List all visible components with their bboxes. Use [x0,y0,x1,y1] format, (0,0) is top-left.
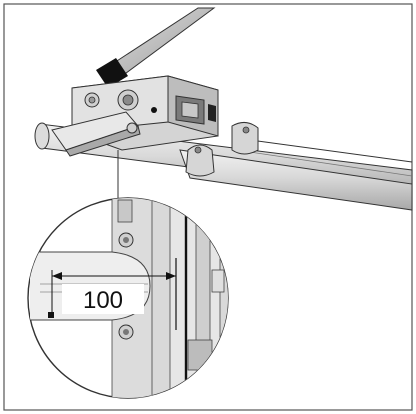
dimension-label-box [62,284,144,314]
tube-clamps [185,122,259,177]
lever-arm [51,111,141,157]
dimension-value: 100 [83,287,123,314]
handle-grip [96,58,128,88]
dimension-annotation: 100 [48,258,177,330]
handle-bar [96,7,216,88]
